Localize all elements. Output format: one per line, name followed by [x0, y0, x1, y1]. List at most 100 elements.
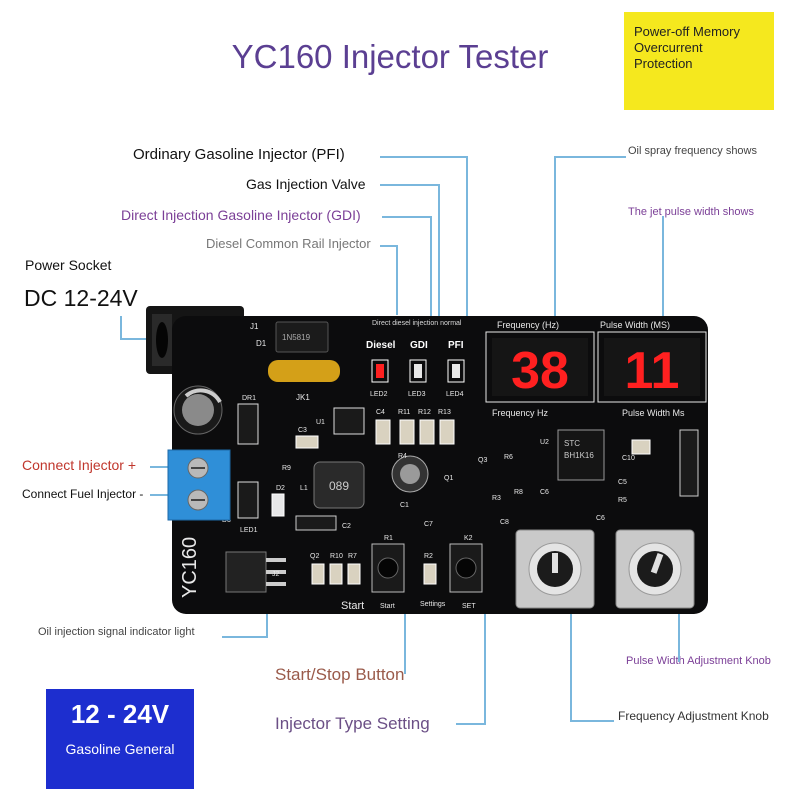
freq-display-title: Frequency (Hz): [497, 320, 559, 330]
leader-pfi-h: [380, 156, 468, 158]
freq-display-caption: Frequency Hz: [492, 408, 549, 418]
resistor-r10: [311, 563, 325, 585]
silk-dr1: DR1: [242, 395, 256, 402]
set-button[interactable]: [449, 543, 483, 593]
silk-u1: U1: [316, 419, 325, 426]
silk-k2: K2: [464, 535, 473, 542]
diode-d2: [295, 515, 337, 531]
label-diesel: Diesel Common Rail Injector: [206, 236, 371, 251]
label-connect-plus: Connect Injector +: [22, 457, 137, 473]
mcu-chip-u2: STC BH1K16: [557, 429, 605, 481]
silk-start-large: Start: [341, 600, 364, 612]
svg-text:1N5819: 1N5819: [282, 333, 311, 342]
mode-gdi: GDI: [410, 340, 428, 351]
silk-d3: LED1: [240, 527, 258, 534]
silk-r9: R9: [282, 465, 291, 472]
silk-settings: Settings: [420, 601, 446, 608]
capacitor-c2: [391, 455, 429, 493]
silk-r5: R5: [618, 497, 627, 504]
led-frame-3: [409, 359, 427, 383]
chip-brand: STC: [564, 439, 580, 448]
led-indicator-1: [271, 493, 285, 517]
label-oil-freq: Oil spray frequency shows: [628, 145, 757, 157]
silk-led3: LED3: [408, 391, 426, 398]
label-gdi: Direct Injection Gasoline Injector (GDI): [121, 207, 361, 223]
label-jet-pulse-width: The jet pulse width shows: [628, 206, 754, 218]
voltage-badge: 12 - 24V Gasoline General: [46, 689, 194, 789]
silk-c2: R4: [398, 453, 407, 460]
led-frame-2: [371, 359, 389, 383]
component-d3: [237, 481, 259, 519]
silk-c6: C6: [540, 489, 549, 496]
freq-display-value: 38: [511, 342, 569, 400]
diode-d1: 1N5819: [268, 321, 340, 382]
label-freq-knob: Frequency Adjustment Knob: [618, 709, 769, 723]
silk-r1: R7: [348, 553, 357, 560]
silk-r10: Q2: [310, 553, 319, 560]
frequency-knob[interactable]: [515, 529, 595, 609]
silk-led4: LED4: [446, 391, 464, 398]
label-gas-valve: Gas Injection Valve: [246, 176, 366, 192]
resistor-r12: [419, 419, 435, 445]
board-model: YC160: [179, 537, 201, 598]
pulse-width-knob[interactable]: [615, 529, 695, 609]
leader-freq-v: [554, 156, 556, 316]
led-indicator-2: [376, 364, 384, 378]
silk-c1: C1: [400, 502, 409, 509]
silk-r11: R11: [398, 409, 410, 416]
leader-gas-v: [438, 184, 440, 316]
label-oil-signal: Oil injection signal indicator light: [38, 626, 195, 638]
leader-start-v: [404, 614, 406, 674]
feature-box: Power-off Memory Overcurrent Protection: [624, 12, 774, 110]
leader-diesel-v: [396, 245, 398, 315]
feature-power-off-memory: Power-off Memory: [634, 24, 740, 39]
component-c4: [375, 419, 391, 445]
component-c3: [295, 435, 319, 449]
silk-jk1: JK1: [296, 393, 310, 402]
label-start-stop: Start/Stop Button: [275, 665, 405, 684]
leader-pw-v: [662, 216, 664, 316]
led-indicator-3: [414, 364, 422, 378]
leader-gas-h: [380, 184, 440, 186]
silk-led2: LED2: [370, 391, 388, 398]
inductor-l1: 089: [313, 461, 365, 509]
resistor-r1: [347, 563, 361, 585]
leader-set-v: [484, 614, 486, 724]
label-power-socket: Power Socket: [25, 257, 112, 273]
silk-r2: R2: [424, 553, 433, 560]
resistor-r7: [329, 563, 343, 585]
silk-r4: C6: [596, 515, 605, 522]
silk-c10: C10: [622, 455, 635, 462]
pin-header: [679, 429, 699, 497]
freq-display: [492, 338, 588, 396]
leader-set-h: [456, 723, 486, 725]
pw-display-title: Pulse Width (MS): [600, 320, 670, 330]
resistor-r11: [399, 419, 415, 445]
leader-plus: [150, 466, 168, 468]
electrolytic-capacitor: [173, 385, 223, 435]
chip-code: BH1K16: [564, 451, 594, 460]
mode-pfi: PFI: [448, 340, 464, 351]
component-c10: [631, 439, 651, 455]
silk-start: Start: [380, 603, 395, 610]
leader-socket-v: [120, 316, 122, 340]
component-dr1: [237, 403, 259, 445]
silk-c4: C4: [376, 409, 385, 416]
freq-display-frame: [485, 331, 595, 403]
silk-j1: J1: [250, 322, 259, 331]
start-button[interactable]: [371, 543, 405, 593]
silk-c3: C3: [298, 427, 307, 434]
leader-pfi-v: [466, 156, 468, 316]
pw-display-frame: [597, 331, 707, 403]
led-indicator-4: [452, 364, 460, 378]
label-injector-type: Injector Type Setting: [275, 714, 430, 733]
silk-c8: C8: [500, 519, 509, 526]
leader-minus: [150, 494, 168, 496]
badge-subtitle: Gasoline General: [65, 741, 175, 757]
terminal-block-icon: [167, 449, 231, 521]
label-pw-knob: Pulse Width Adjustment Knob: [626, 655, 771, 667]
leader-pwknob-v: [678, 612, 680, 662]
leader-socket-h: [120, 338, 146, 340]
leader-freqknob-h: [570, 720, 614, 722]
badge-voltage: 12 - 24V: [70, 699, 170, 729]
